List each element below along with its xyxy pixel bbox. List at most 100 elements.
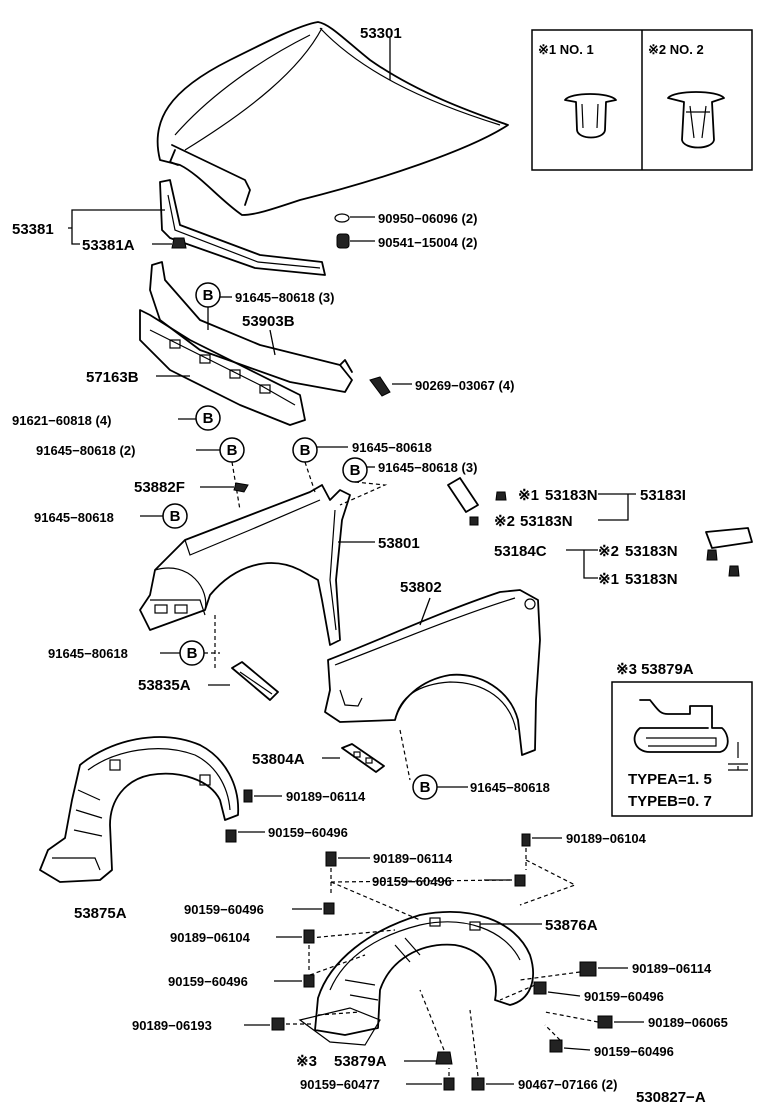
clip-no1-icon <box>564 93 617 139</box>
label-53903B: 53903B <box>242 313 295 330</box>
label-90189-06104b: 90189−06104 <box>170 930 251 945</box>
radiator-support-part <box>139 261 353 426</box>
screw-90189-06104a <box>521 833 531 847</box>
clip-90159-60477 <box>443 1077 455 1091</box>
label-53804A: 53804A <box>252 751 305 768</box>
label-91645-3b: 91645−80618 (3) <box>378 460 477 475</box>
label-53879A: 53879A <box>334 1053 387 1070</box>
label-91645-left: 91645−80618 <box>34 510 114 525</box>
clip-53879A <box>435 1051 453 1065</box>
label-53882F: 53882F <box>134 479 185 496</box>
label-53876A: 53876A <box>545 917 598 934</box>
seal-53835A <box>231 661 279 701</box>
label-91645-2: 91645−80618 (2) <box>36 443 135 458</box>
label-90269: 90269−03067 (4) <box>415 378 514 393</box>
label-53183I: 53183I <box>640 487 686 504</box>
b-mark-6 <box>162 503 188 529</box>
clip-90159-a <box>225 829 237 843</box>
label-91645-low: 91645−80618 <box>470 780 550 795</box>
hood-seal-part <box>159 179 326 276</box>
clip-legend-box: ※1 NO. 1 ※2 NO. 2 <box>531 29 753 171</box>
label-53381: 53381 <box>12 221 54 238</box>
label-53183N-b: 53183N <box>520 513 573 530</box>
label-91645-mid: 91645−80618 <box>48 646 128 661</box>
label-90159-60496a: 90159−60496 <box>268 825 348 840</box>
detail-typeb: TYPEB=0. 7 <box>628 793 712 810</box>
label-90159-60477: 90159−60477 <box>300 1077 380 1092</box>
label-90159-60496e: 90159−60496 <box>584 989 664 1004</box>
mark-2b: ※2 <box>598 543 619 560</box>
label-90189-06193: 90189−06193 <box>132 1018 212 1033</box>
label-53801: 53801 <box>378 535 420 552</box>
bracket-53804A <box>341 743 385 773</box>
svg-text:B: B <box>187 645 198 662</box>
clip-90159-60496e <box>533 981 547 995</box>
label-90159-60496b: 90159−60496 <box>372 874 452 889</box>
label-91621: 91621−60818 (4) <box>12 413 111 428</box>
legend-no1: ※1 NO. 1 <box>538 42 594 57</box>
label-90159-60496c: 90159−60496 <box>184 902 264 917</box>
label-90189-06104a: 90189−06104 <box>566 831 647 846</box>
label-53183N-c: 53183N <box>625 543 678 560</box>
svg-text:B: B <box>203 410 214 427</box>
fender-liner-53875A <box>39 736 239 883</box>
screw-90189-06114c <box>579 961 597 977</box>
mark-3: ※3 <box>296 1053 317 1070</box>
cushion-90541 <box>336 233 350 249</box>
clip-90159-60496b <box>514 874 526 887</box>
front-fender-53802 <box>324 589 541 756</box>
detail-title: ※3 53879A <box>616 661 694 678</box>
svg-text:B: B <box>203 287 214 304</box>
clip-53381A <box>171 237 187 249</box>
label-90159-60496f: 90159−60496 <box>594 1044 674 1059</box>
clip-90159-60496c <box>323 902 335 915</box>
label-90950: 90950−06096 (2) <box>378 211 477 226</box>
screw-90189-06104b <box>303 929 315 944</box>
label-53183N-d: 53183N <box>625 571 678 588</box>
clip-53882F <box>233 482 249 493</box>
mark-2a: ※2 <box>494 513 515 530</box>
label-90189-06114a: 90189−06114 <box>286 789 366 804</box>
bolt-90269 <box>369 376 391 397</box>
detail-box-53879A: TYPEA=1. 5 TYPEB=0. 7 <box>611 681 753 817</box>
svg-text:B: B <box>350 462 361 479</box>
screw-90189-a <box>243 789 253 803</box>
label-90189-06065: 90189−06065 <box>648 1015 728 1030</box>
label-90159-60496d: 90159−60496 <box>168 974 248 989</box>
mark-1a: ※1 <box>518 487 539 504</box>
label-90467: 90467−07166 (2) <box>518 1077 617 1092</box>
bracket-53184C <box>705 527 753 577</box>
svg-text:B: B <box>227 442 238 459</box>
label-90189-06114b: 90189−06114 <box>373 851 453 866</box>
label-53802: 53802 <box>400 579 442 596</box>
grommet-90950 <box>334 213 350 223</box>
fender-liner-53801 <box>139 484 351 646</box>
label-53184C: 53184C <box>494 543 547 560</box>
b-mark-2 <box>195 405 221 431</box>
nut-90467 <box>471 1077 485 1091</box>
label-53301: 53301 <box>360 25 402 42</box>
svg-text:B: B <box>300 442 311 459</box>
mark-1b: ※1 <box>598 571 619 588</box>
clip-no2-icon <box>667 91 725 149</box>
clip-90159-60496d <box>303 974 315 988</box>
svg-text:B: B <box>170 508 181 525</box>
clip-90159-60496f <box>549 1039 563 1053</box>
screw-90189-06065 <box>597 1015 613 1029</box>
legend-no2: ※2 NO. 2 <box>648 42 704 57</box>
screw-90189-06114b <box>325 851 337 867</box>
label-90541: 90541−15004 (2) <box>378 235 477 250</box>
label-91645-top: 91645−80618 <box>352 440 432 455</box>
fender-liner-53876A <box>298 911 534 1046</box>
screw-90189-06193 <box>271 1017 285 1031</box>
bracket-53183 <box>447 477 507 526</box>
hood-part <box>156 21 509 216</box>
label-57163B: 57163B <box>86 369 139 386</box>
svg-text:B: B <box>420 779 431 796</box>
label-90189-06114c: 90189−06114 <box>632 961 712 976</box>
diagram-code: 530827−A <box>636 1089 706 1106</box>
label-53183N-a: 53183N <box>545 487 598 504</box>
label-53381A: 53381A <box>82 237 135 254</box>
label-53835A: 53835A <box>138 677 191 694</box>
